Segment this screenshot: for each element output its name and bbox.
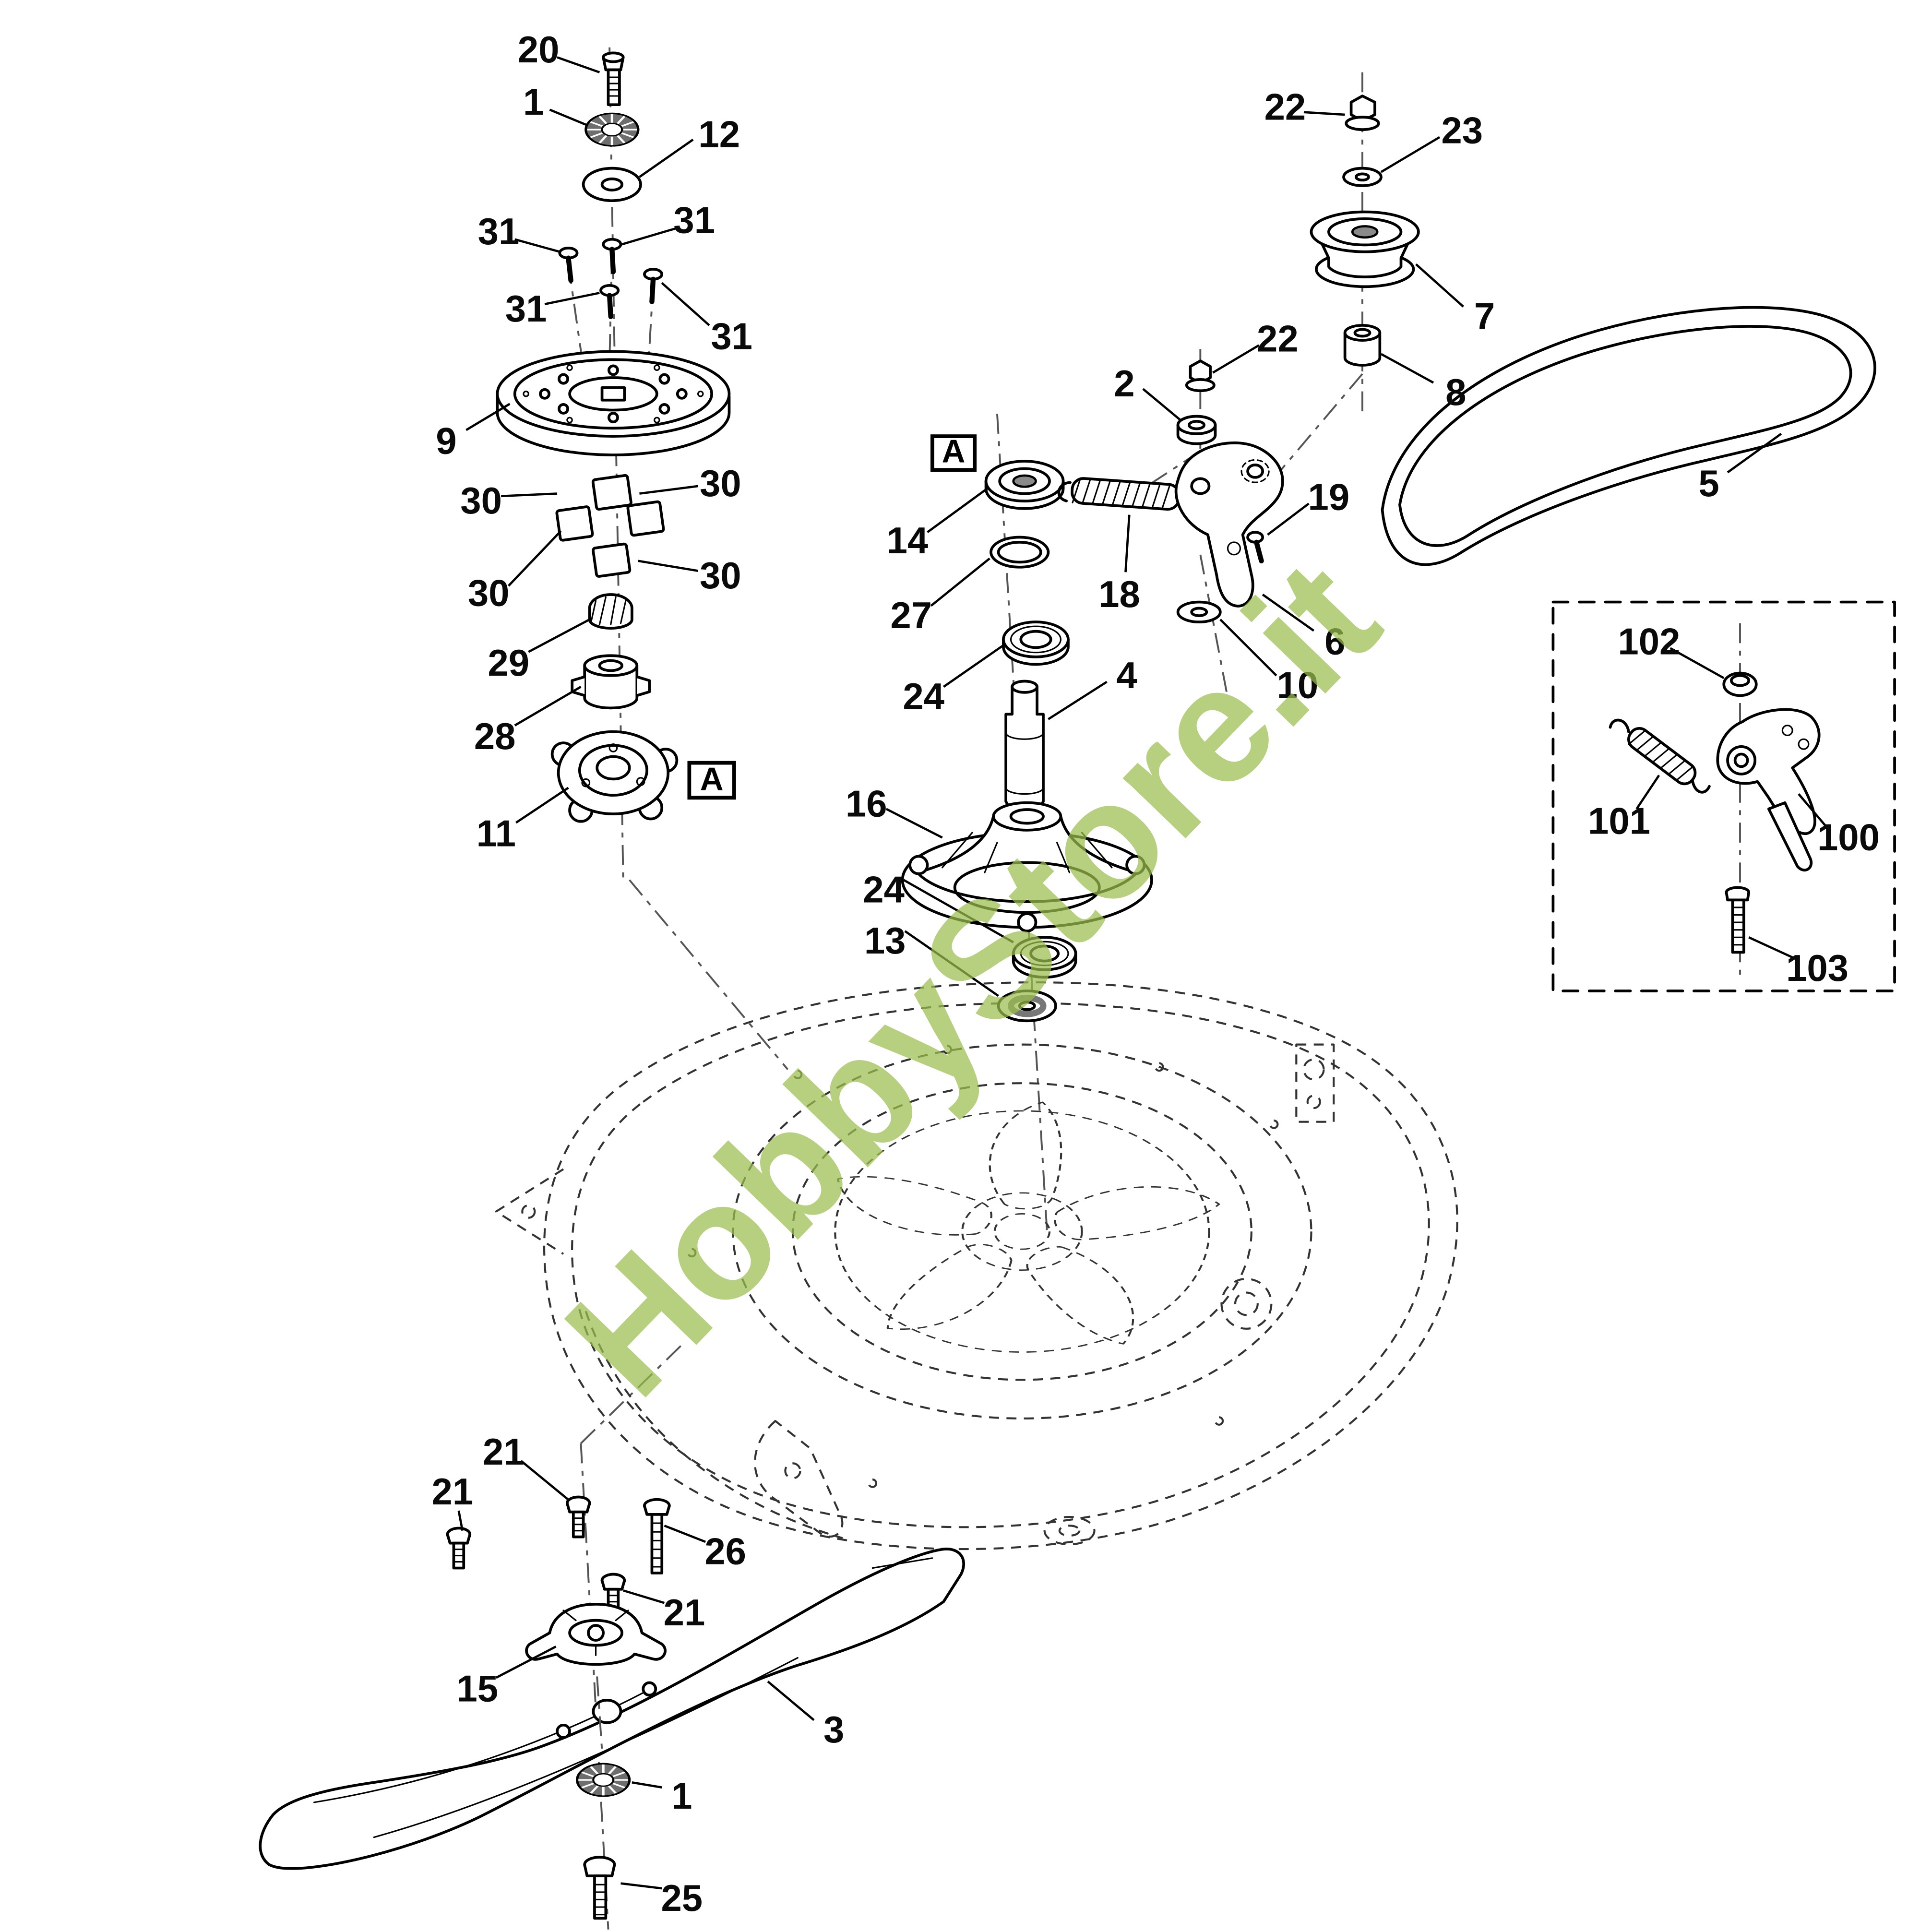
- part-clutch-11: [550, 730, 679, 823]
- part-nut-22-lower: [1185, 359, 1216, 393]
- part-callout: 101: [1588, 800, 1650, 842]
- part-nut-22-upper: [1345, 95, 1380, 131]
- part-bolt-25: [583, 1856, 616, 1920]
- part-cup-washer-2: [1176, 415, 1217, 445]
- part-callout: 3: [823, 1708, 844, 1751]
- part-callout: 7: [1474, 295, 1495, 337]
- part-bearing-24-lower: [1012, 936, 1077, 979]
- part-callout: 21: [483, 1431, 525, 1473]
- part-lock-washer-1-lower: [577, 1764, 630, 1796]
- section-marker-a-middle: A: [930, 434, 977, 472]
- callout-labels: 20 1 12 31 31 31 31 9 30 30 30 30 29 28 …: [432, 28, 1880, 1919]
- part-vbelt-5: [1381, 306, 1876, 566]
- part-callout: 23: [1441, 109, 1483, 152]
- part-blade-holder-15: [525, 1603, 667, 1666]
- section-marker-label: A: [942, 434, 966, 470]
- part-callout: 102: [1618, 620, 1680, 663]
- inset-detail-box: [1551, 600, 1896, 992]
- part-callout: 24: [863, 869, 905, 911]
- part-callout: 2: [1114, 362, 1134, 405]
- part-callout: 22: [1264, 85, 1306, 128]
- part-callout: 20: [518, 28, 560, 71]
- part-callout: 11: [477, 812, 516, 855]
- part-callout: 14: [887, 519, 929, 561]
- part-washer-23: [1342, 167, 1383, 187]
- deck-impeller: [834, 1101, 1220, 1353]
- part-cap-102: [1722, 671, 1758, 697]
- part-damper-blocks-30: [555, 474, 665, 578]
- part-bolt-103: [1725, 886, 1751, 954]
- part-callout: 30: [468, 572, 510, 614]
- part-bolt-20: [602, 51, 625, 107]
- part-tension-arm-6: [1174, 441, 1284, 608]
- part-screws-31: [558, 238, 664, 319]
- part-screws-21: [446, 1495, 626, 1616]
- part-callout: 30: [700, 554, 741, 596]
- part-oring-27: [990, 536, 1050, 569]
- part-callout: 29: [488, 642, 529, 684]
- part-callout: 13: [864, 919, 906, 962]
- part-washer-12: [582, 167, 642, 203]
- leader-lines: [457, 56, 1827, 1890]
- part-callout: 18: [1098, 573, 1140, 615]
- centerline-overlay: [596, 1676, 603, 1752]
- part-spacer-8: [1343, 324, 1382, 367]
- section-marker-a-left: A: [687, 761, 736, 800]
- part-callout: 15: [456, 1667, 498, 1709]
- part-callout: 6: [1324, 620, 1345, 663]
- part-bolt-26: [643, 1498, 671, 1574]
- part-callout: 31: [478, 210, 520, 252]
- part-callout: 21: [664, 1591, 705, 1634]
- part-callout: 8: [1445, 371, 1466, 413]
- part-screw-19: [1246, 531, 1264, 564]
- part-callout: 16: [846, 782, 887, 824]
- part-shaft-4: [1004, 680, 1045, 827]
- part-callout: 22: [1257, 317, 1299, 359]
- watermark-text: HobbyStore.it: [531, 526, 1413, 1430]
- part-blade-3: [259, 1548, 965, 1870]
- part-bracket-100: [1716, 708, 1821, 872]
- mower-deck: [495, 981, 1458, 1550]
- part-callout: 21: [432, 1470, 474, 1513]
- part-pulley-9: [496, 350, 731, 456]
- part-callout: 24: [903, 675, 944, 717]
- part-callout: 25: [661, 1877, 703, 1919]
- part-callout: 5: [1698, 462, 1719, 504]
- section-marker-label: A: [700, 762, 724, 798]
- part-coupler-28: [571, 654, 651, 710]
- part-washer-13: [997, 990, 1057, 1023]
- part-housing-16: [901, 801, 1153, 933]
- part-callout: 103: [1786, 947, 1849, 989]
- part-cap-washer-14: [984, 460, 1065, 510]
- part-callout: 1: [671, 1775, 692, 1817]
- part-callout: 100: [1817, 816, 1880, 858]
- part-callout: 4: [1116, 654, 1137, 696]
- part-bearing-shell-29: [588, 593, 633, 630]
- part-idler-pulley-7: [1310, 210, 1420, 288]
- part-callout: 27: [890, 594, 932, 636]
- part-callout: 31: [711, 315, 752, 357]
- part-callout: 30: [460, 479, 502, 522]
- parts-art: [259, 51, 1896, 1920]
- part-callout: 31: [673, 199, 715, 241]
- part-callout: 19: [1308, 476, 1350, 518]
- part-spring-101: [1609, 718, 1711, 794]
- part-callout: 26: [704, 1530, 746, 1573]
- part-callout: 9: [436, 419, 456, 462]
- part-callout: 30: [700, 462, 741, 504]
- part-bearing-24-upper: [1002, 620, 1070, 666]
- part-callout: 31: [505, 287, 547, 330]
- part-callout: 28: [474, 715, 516, 757]
- part-callout: 10: [1277, 664, 1319, 706]
- part-lock-washer-1: [586, 113, 638, 146]
- part-callout: 1: [523, 81, 544, 123]
- part-washer-10: [1176, 600, 1222, 623]
- part-callout: 12: [698, 113, 740, 155]
